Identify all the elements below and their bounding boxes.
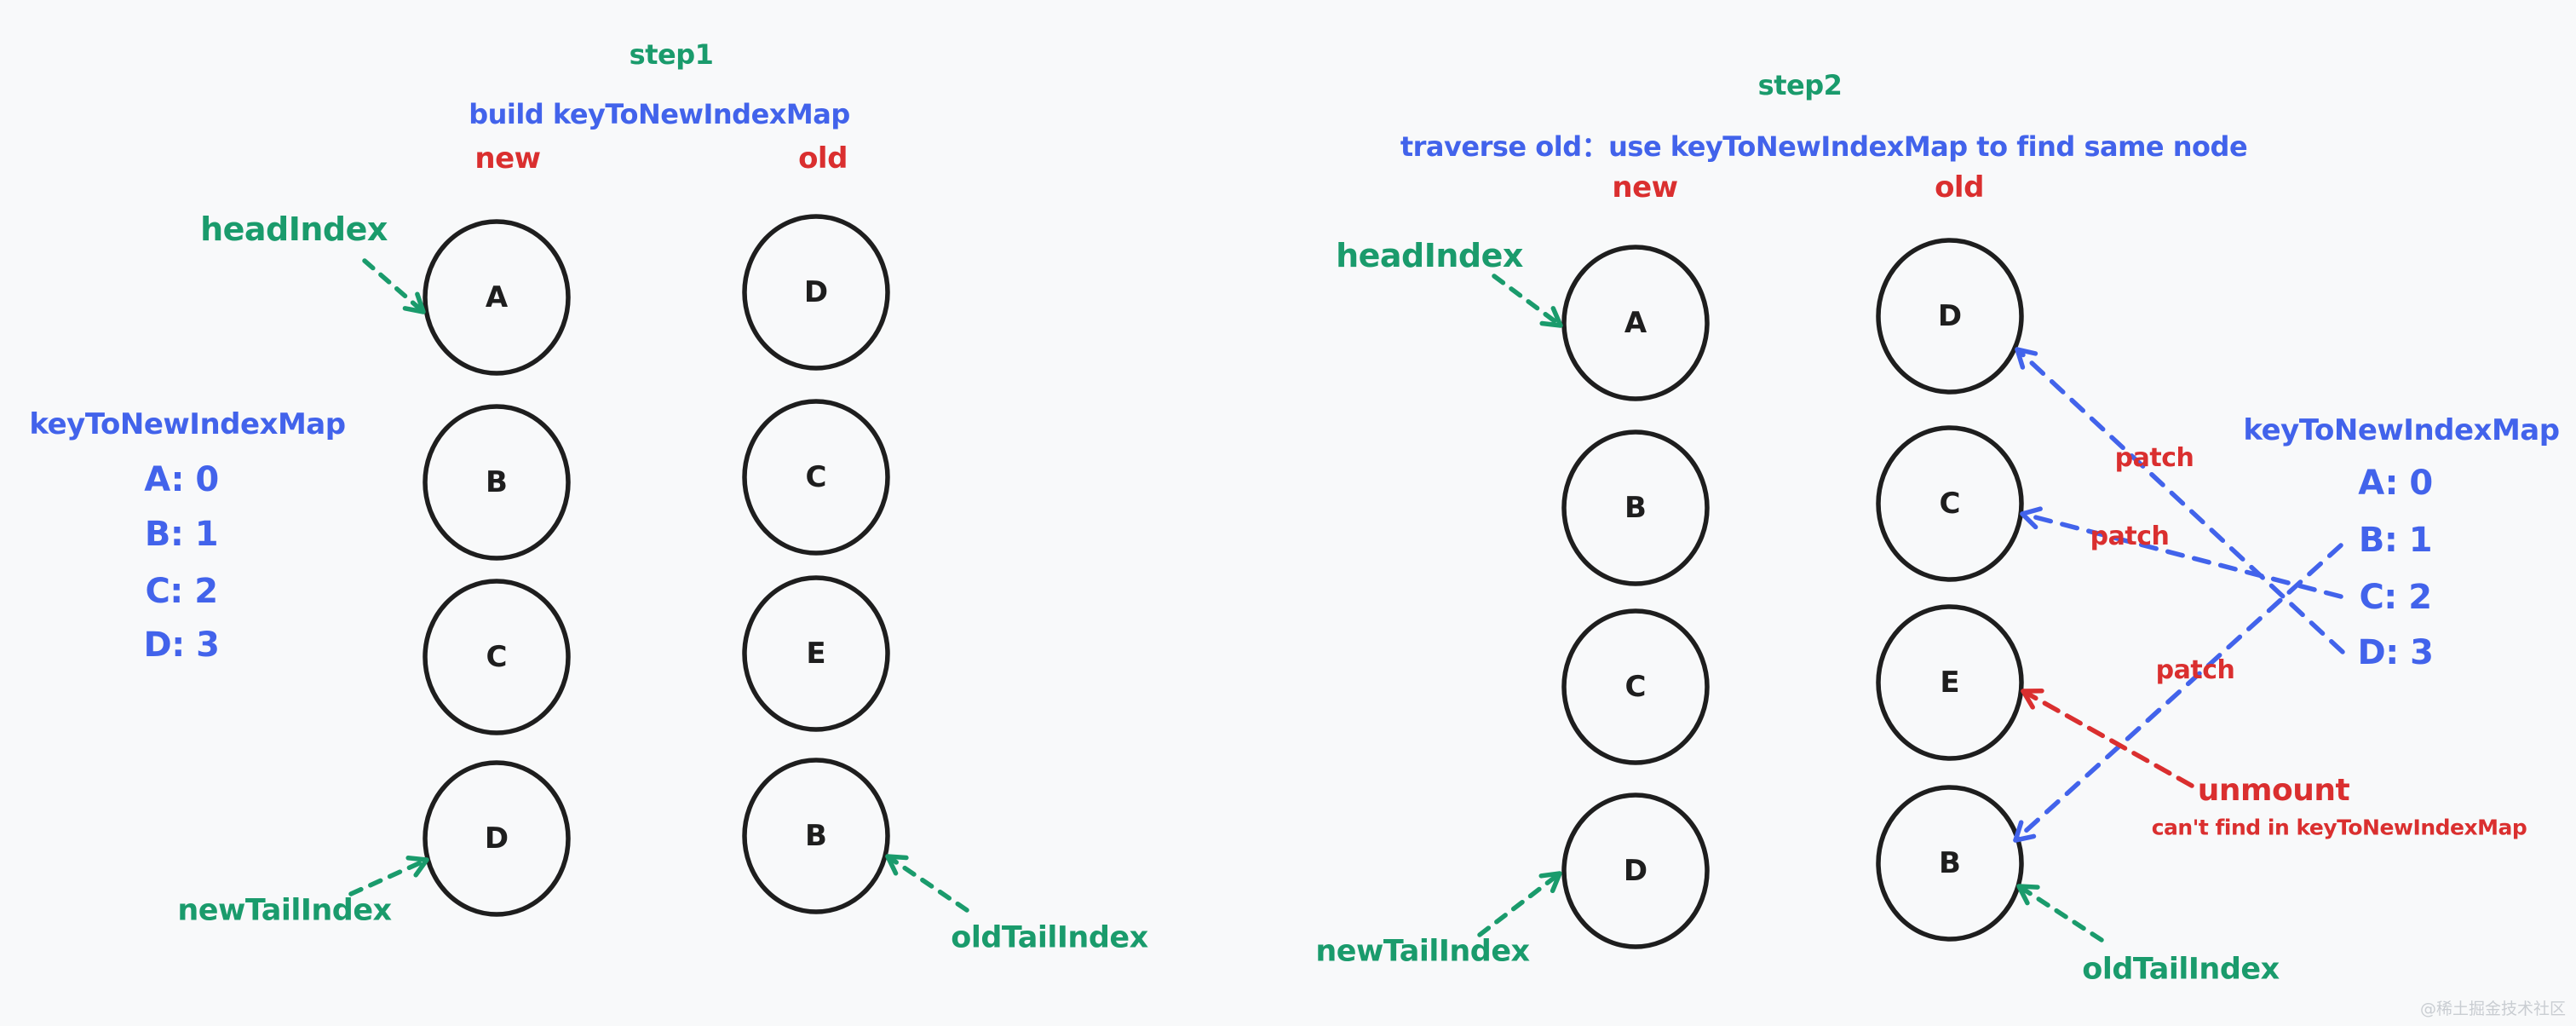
- step2-old-node-b-label: B: [1939, 846, 1961, 880]
- step2-new-node-d-circle: [1561, 793, 1710, 949]
- step2-map-entry-d: D: 3: [2357, 633, 2434, 672]
- step2-patch-label-1: patch: [2114, 443, 2194, 473]
- step1-subtitle: build keyToNewIndexMap: [469, 98, 850, 130]
- step1-map-entry-a: A: 0: [144, 460, 219, 499]
- step1-map-entry-b: B: 1: [144, 515, 219, 554]
- step2-new-node-b-circle: [1561, 429, 1710, 586]
- site-watermark: @稀土掘金技术社区: [2419, 1000, 2566, 1018]
- patch-arrow-b1-to-old-b: [2013, 543, 2343, 843]
- step1-new-node-b-circle: [423, 404, 571, 561]
- step2-new-node-d-label: D: [1623, 854, 1648, 888]
- step1-new-node-c-circle: [423, 579, 571, 735]
- step2-old-node-e-circle: [1876, 604, 2024, 761]
- step1-new-node-a-label: A: [485, 280, 509, 314]
- step1-new-column-label: new: [474, 141, 541, 176]
- step2-new-node-b-label: B: [1624, 491, 1647, 525]
- step2-unmount-note: can't find in keyToNewIndexMap: [2151, 815, 2527, 840]
- step1-newtailindex-arrow: [348, 856, 429, 896]
- step1-old-node-b-circle: [742, 758, 890, 914]
- step1-title: step1: [629, 38, 714, 71]
- patch-arrow-d3-to-old-d: [2015, 347, 2345, 654]
- step2-new-node-a-label: A: [1624, 306, 1647, 340]
- step1-oldtailindex-label: oldTailIndex: [951, 920, 1148, 955]
- step2-new-node-c-label: C: [1624, 670, 1647, 704]
- step2-headindex-arrow: [1492, 274, 1563, 328]
- step2-headindex-label: headIndex: [1336, 237, 1523, 274]
- step2-map-entry-b: B: 1: [2358, 521, 2433, 560]
- step2-title: step2: [1757, 69, 1843, 101]
- step2-old-node-d-circle: [1876, 238, 2024, 395]
- step1-map-title: keyToNewIndexMap: [29, 407, 346, 441]
- step1-old-node-e-label: E: [806, 637, 826, 671]
- step2-map-entry-c: C: 2: [2359, 578, 2432, 617]
- step2-old-node-d-label: D: [1937, 299, 1963, 333]
- step1-new-node-c-label: C: [486, 640, 508, 674]
- step2-old-node-c-circle: [1876, 425, 2024, 582]
- step1-oldtailindex-arrow: [885, 854, 969, 913]
- step1-new-node-b-label: B: [486, 465, 508, 499]
- step2-old-column-label: old: [1935, 170, 1984, 205]
- step2-old-node-c-label: C: [1939, 487, 1961, 521]
- step1-old-node-c-circle: [742, 399, 890, 556]
- step1-headindex-label: headIndex: [200, 210, 388, 248]
- step1-headindex-arrow: [362, 258, 426, 314]
- step2-new-node-c-circle: [1561, 608, 1710, 765]
- step2-oldtailindex-label: oldTailIndex: [2082, 952, 2280, 987]
- step2-patch-label-2: patch: [2090, 522, 2170, 551]
- step2-patch-label-3: patch: [2155, 655, 2235, 685]
- step1-new-node-d-circle: [423, 760, 571, 917]
- step1-old-node-c-label: C: [805, 460, 827, 494]
- step1-map-entry-c: C: 2: [145, 572, 218, 611]
- unmount-arrow-to-old-e: [2021, 688, 2194, 788]
- step1-old-node-d-circle: [742, 214, 890, 371]
- step2-new-column-label: new: [1612, 170, 1678, 205]
- step2-old-node-b-circle: [1876, 785, 2024, 942]
- step1-old-node-b-label: B: [805, 819, 827, 853]
- step1-old-node-d-label: D: [803, 275, 829, 309]
- step2-unmount-label: unmount: [2197, 773, 2350, 808]
- step2-new-node-a-circle: [1561, 245, 1710, 401]
- step2-map-title: keyToNewIndexMap: [2243, 413, 2560, 447]
- step1-old-column-label: old: [798, 141, 848, 176]
- step2-oldtailindex-arrow: [2016, 884, 2104, 942]
- step2-subtitle: traverse old：use keyToNewIndexMap to fin…: [1400, 130, 2248, 163]
- step2-newtailindex-arrow: [1477, 871, 1562, 937]
- step2-old-node-e-label: E: [1940, 666, 1960, 700]
- patch-arrow-c2-to-old-c: [2020, 506, 2343, 599]
- step1-new-node-d-label: D: [484, 821, 509, 856]
- step2-map-entry-a: A: 0: [2358, 464, 2433, 503]
- step1-map-entry-d: D: 3: [143, 625, 220, 665]
- step2-newtailindex-label: newTailIndex: [1315, 934, 1530, 969]
- step1-old-node-e-circle: [742, 575, 890, 732]
- step1-newtailindex-label: newTailIndex: [177, 893, 392, 928]
